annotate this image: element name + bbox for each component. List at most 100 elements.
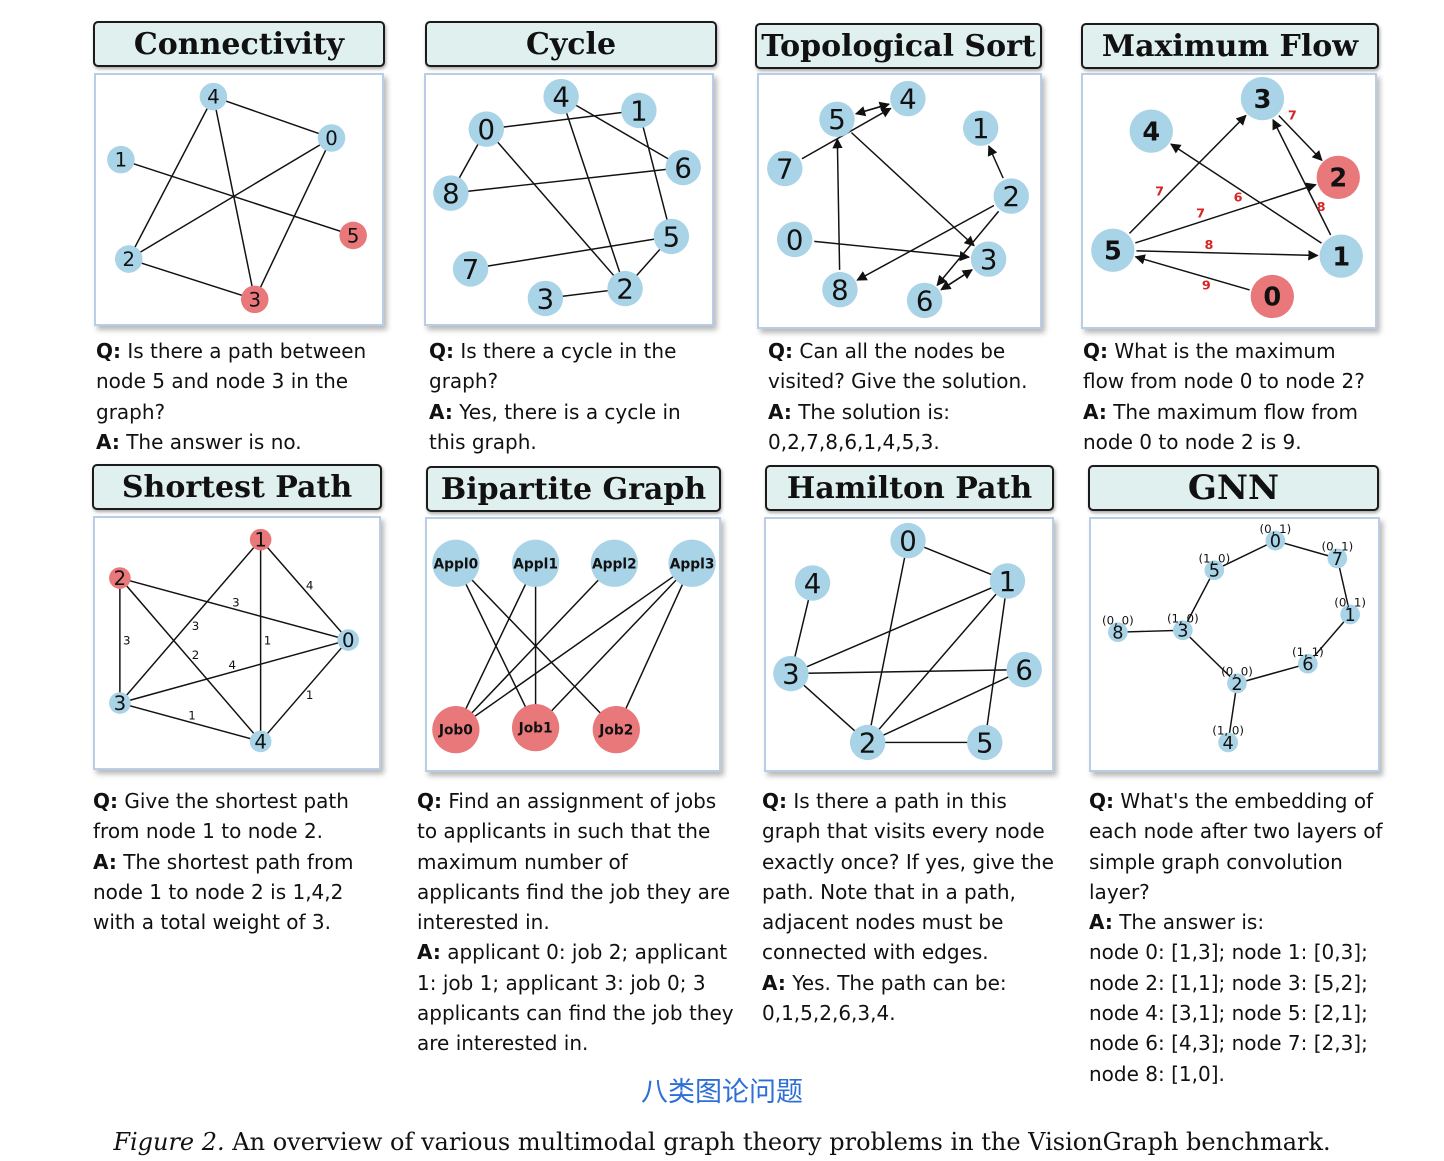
node-label: 5 <box>347 225 360 248</box>
graph-node-2: 2(0, 0) <box>1221 665 1253 695</box>
question-text: Find an assignment of jobs to applicants… <box>417 789 731 935</box>
edge-8-6 <box>450 166 684 194</box>
edge-1-3 <box>1272 118 1332 236</box>
edge-4-6 <box>560 96 684 169</box>
node-label: 8 <box>442 178 460 210</box>
graph-node-0: 0 <box>337 629 360 652</box>
question-prefix: Q: <box>429 339 454 363</box>
graph-node-4: 4 <box>1129 109 1173 153</box>
graph-node-3: 3 <box>527 280 564 317</box>
edge-0-3 <box>814 240 971 262</box>
answer-text: The solution is: 0,2,7,8,6,1,4,5,3. <box>768 399 951 454</box>
question-text: What's the embedding of each node after … <box>1089 789 1383 904</box>
graph-node-1: 1 <box>962 110 999 146</box>
edge-4-2 <box>560 96 626 289</box>
graph-node-5: 5 <box>967 724 1003 761</box>
graph-node-J0: Job0 <box>432 706 480 754</box>
graph-node-2: 2 <box>849 724 886 761</box>
graph-node-1: 1 <box>1319 234 1363 278</box>
answer-prefix: A: <box>417 940 441 965</box>
node-label: 4 <box>899 84 917 116</box>
edge-2-0 <box>128 137 332 260</box>
node-label: 2 <box>114 567 127 590</box>
edge-weight-label: 9 <box>1202 278 1211 293</box>
graph-node-1: 1 <box>107 145 135 174</box>
edge-2-1 <box>987 145 1004 179</box>
graph-node-0: 0 <box>317 124 346 152</box>
question-prefix: Q: <box>1089 789 1114 813</box>
answer-text: The shortest path from node 1 to node 2 … <box>93 849 354 935</box>
question-text: Is there a path between node 5 and node … <box>96 339 367 424</box>
edge-3-2 <box>1278 115 1323 162</box>
node-label: Job2 <box>598 723 633 739</box>
node-label: 6 <box>916 285 934 317</box>
edge-1-6 <box>1307 613 1351 665</box>
edge-weight-label: 7 <box>1155 185 1164 200</box>
graph-node-2: 2 <box>607 270 643 307</box>
graph-node-6: 6 <box>906 282 943 319</box>
node-label: 5 <box>828 104 846 136</box>
edge-weight-label: 8 <box>1205 238 1214 253</box>
edge-2-3 <box>1182 629 1238 684</box>
node-label: 2 <box>1231 675 1242 695</box>
panel-title-bipartite-graph: Bipartite Graph <box>426 466 721 512</box>
graph-node-J2: Job2 <box>592 706 640 754</box>
edge-0-7 <box>1275 539 1338 560</box>
graph-node-7: 7(0, 1) <box>1322 539 1354 569</box>
panel-title-maximum-flow: Maximum Flow <box>1081 23 1379 69</box>
graph-node-6: 6 <box>665 149 701 186</box>
question-text: Is there a path in this graph that visit… <box>762 789 1054 965</box>
edge-weight-label: 3 <box>123 633 131 647</box>
panel-title-hamilton-path: Hamilton Path <box>765 465 1054 511</box>
edge-weight-label: 7 <box>1196 207 1205 222</box>
graph-node-A3: Appl3 <box>668 539 716 587</box>
node-feature-label: (1, 1) <box>1292 645 1324 659</box>
answer-line: node 6: [4,3]; node 7: [2,3]; <box>1089 1031 1368 1056</box>
node-label: 4 <box>207 86 220 109</box>
qa-bipartite-graph: Q: Find an assignment of jobs to applica… <box>417 786 737 1059</box>
node-label: 5 <box>663 221 681 253</box>
edge-1-3 <box>790 580 1008 675</box>
graph-node-1: 1(0, 1) <box>1334 596 1366 626</box>
edge-0-5 <box>1134 254 1250 291</box>
node-label: 0 <box>1270 532 1281 552</box>
answer-line: node 0: [1,3]; node 1: [0,3]; <box>1089 940 1368 965</box>
node-label: Appl1 <box>513 556 558 572</box>
graph-node-0: 0 <box>1250 274 1294 319</box>
edge-1-3 <box>119 539 262 704</box>
edge-weight-label: 1 <box>188 709 196 723</box>
qa-gnn: Q: What's the embedding of each node aft… <box>1089 786 1394 1089</box>
edge-3-5 <box>1182 569 1215 631</box>
graph-node-5: 5 <box>1091 228 1135 272</box>
node-label: 2 <box>1329 164 1347 194</box>
node-label: 4 <box>1222 734 1233 754</box>
graph-node-A0: Appl0 <box>432 539 480 587</box>
edge-4-3 <box>212 96 256 300</box>
edge-weight-label: 6 <box>1234 191 1243 206</box>
node-label: 3 <box>980 244 998 276</box>
graph-node-5: 5 <box>339 221 367 250</box>
graph-node-5: 5 <box>653 218 690 255</box>
node-label: 4 <box>254 731 267 754</box>
edge-6-2 <box>1236 662 1309 685</box>
graph-node-5: 5 <box>819 101 855 138</box>
graph-node-1: 1 <box>249 529 272 552</box>
edge-weight-label: 4 <box>306 578 314 592</box>
node-label: 4 <box>552 82 570 114</box>
qa-cycle: Q: Is there a cycle in the graph? A: Yes… <box>429 336 699 457</box>
node-feature-label: (0, 1) <box>1334 596 1366 610</box>
question-prefix: Q: <box>768 339 793 363</box>
edge-5-2 <box>1135 182 1317 244</box>
node-label: 2 <box>616 273 634 305</box>
node-feature-label: (1, 0) <box>1198 551 1230 565</box>
graph-node-8: 8(0, 0) <box>1102 613 1134 643</box>
graph-node-3: 3 <box>970 241 1007 277</box>
graph-node-3: 3 <box>109 692 131 715</box>
node-label: 8 <box>1112 624 1123 644</box>
